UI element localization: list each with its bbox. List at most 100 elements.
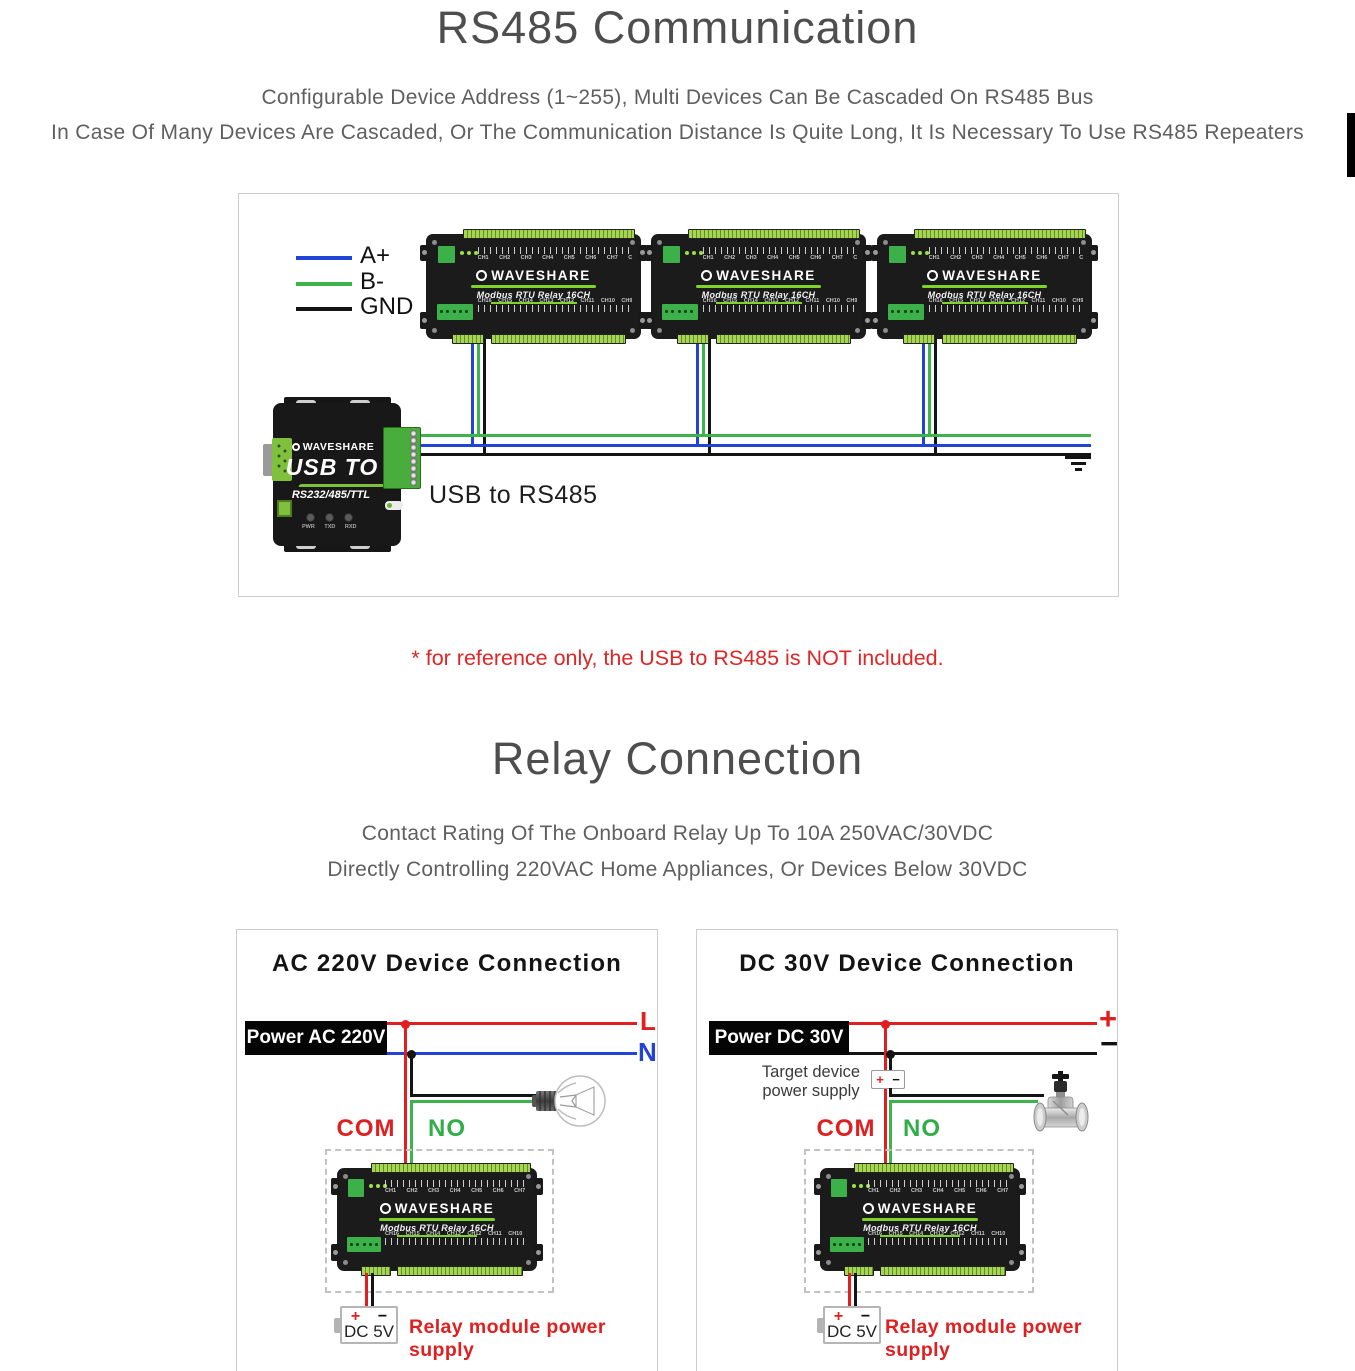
relay-module-slot-ac: CH1 CH2 CH3 CH4 CH5 CH6 CH7 CH8 WAVESHAR…	[331, 1163, 543, 1276]
terminal-strip-bottom-long	[941, 334, 1077, 344]
mounting-ear	[638, 244, 647, 262]
model-name: Modbus RTU Relay 16CH	[927, 289, 1042, 300]
adapter-led-labels: PWR TXD RXD	[302, 524, 357, 530]
battery-plus: +	[350, 1308, 361, 1325]
screw-icon	[343, 1174, 348, 1180]
mounting-ear	[814, 1178, 823, 1195]
bus-a-plus	[413, 444, 1091, 447]
plus-label: +	[1099, 1001, 1118, 1036]
wire-supply-minus	[371, 1273, 374, 1307]
terminal-glyphs	[928, 305, 1084, 313]
screw-icon	[826, 1174, 831, 1180]
screw-icon	[629, 327, 635, 333]
screw-icon	[883, 240, 889, 246]
scrollbar-thumb[interactable]	[1347, 113, 1355, 177]
battery-plus: +	[833, 1308, 844, 1325]
terminal-glyphs	[477, 246, 633, 254]
mounting-ear	[534, 1178, 543, 1195]
relay-module: CH1 CH2 CH3 CH4 CH5 CH6 CH7 CH8 WAVESHAR…	[331, 1163, 543, 1276]
rs485-terminal-block	[661, 304, 699, 321]
channel-row-bottom: CH16 CH15 CH14 CH13 CH12 CH11 CH10 CH9	[868, 1231, 1012, 1245]
legend-label-gnd: GND	[360, 293, 414, 320]
power-terminal	[888, 245, 906, 264]
brand-name: WAVESHARE	[716, 267, 816, 283]
supply-label: Relay module power supply	[409, 1316, 606, 1361]
power-dc-label: Power DC 30V	[709, 1021, 849, 1055]
waveshare-logo-icon	[379, 1202, 391, 1214]
model-underline	[397, 1234, 477, 1237]
terminal-glyphs	[385, 1180, 529, 1188]
subtitle-line-2: In Case Of Many Devices Are Cascaded, Or…	[51, 121, 1304, 144]
channel-row-top: CH1 CH2 CH3 CH4 CH5 CH6 CH7 CH8	[702, 246, 858, 261]
wire-gnd	[708, 336, 711, 456]
wire-to-valve	[889, 1094, 1044, 1097]
terminal-strip-bottom-long	[715, 334, 851, 344]
legend-line-a-plus	[296, 256, 352, 260]
screw-icon	[657, 240, 663, 246]
terminal-glyphs	[702, 305, 858, 313]
waveshare-logo-icon	[291, 443, 300, 451]
terminal-block	[383, 427, 421, 489]
legend-line-b-minus	[296, 282, 352, 286]
model-underline	[715, 301, 802, 304]
wire-b-minus	[702, 336, 705, 437]
terminal-strip-top	[913, 229, 1086, 239]
rs485-terminal-block	[830, 1237, 864, 1253]
brand-name: WAVESHARE	[394, 1200, 495, 1216]
relay-module: CH1 CH2 CH3 CH4 CH5 CH6 CH7 CH8 WAVESHAR…	[645, 229, 872, 344]
screw-icon	[826, 1259, 831, 1265]
brand-underline	[471, 284, 596, 288]
status-leds	[911, 250, 930, 255]
adapter-title: USB TO	[285, 454, 379, 480]
target-label-line2: power supply	[762, 1082, 860, 1100]
no-label: NO	[428, 1115, 466, 1142]
mounting-ear	[645, 311, 654, 329]
power-terminal	[348, 1179, 364, 1197]
channel-row-top: CH1 CH2 CH3 CH4 CH5 CH6 CH7 CH8	[385, 1180, 529, 1194]
mounting-ear	[420, 311, 429, 329]
waveshare-logo-icon	[927, 269, 939, 281]
wire-supply-plus	[848, 1273, 851, 1307]
screw-icon	[1080, 327, 1086, 333]
mode-switch	[385, 501, 403, 510]
screw-icon	[432, 240, 438, 246]
terminal-strip-bottom-long	[490, 334, 626, 344]
terminal-strip-bottom-small	[844, 1266, 874, 1276]
channel-row-bottom: CH16 CH15 CH14 CH13 CH12 CH11 CH10 CH9	[385, 1231, 529, 1245]
junction-dot	[407, 1050, 416, 1059]
model-underline	[490, 301, 577, 304]
wire-no	[410, 1100, 413, 1170]
wire-no	[410, 1100, 538, 1103]
brand-name: WAVESHARE	[942, 267, 1042, 283]
brand-underline	[862, 1217, 978, 1221]
dc5v-battery: + − DC 5V	[334, 1306, 398, 1344]
mounting-ear	[645, 244, 654, 262]
channel-labels-bottom: CH16 CH15 CH14 CH13 CH12 CH11 CH10 CH9	[702, 298, 858, 305]
relay-module: CH1 CH2 CH3 CH4 CH5 CH6 CH7 CH8 WAVESHAR…	[420, 229, 647, 344]
dc-panel-title: DC 30V Device Connection	[739, 950, 1075, 977]
terminal-strip-top	[854, 1163, 1014, 1173]
channel-labels-bottom: CH16 CH15 CH14 CH13 CH12 CH11 CH10 CH9	[385, 1230, 529, 1237]
wire-a-plus	[696, 336, 699, 447]
wire-supply-plus	[365, 1273, 368, 1307]
mounting-ear	[871, 244, 880, 262]
battery-label: DC 5V	[826, 1322, 878, 1341]
live-label: L	[640, 1006, 656, 1036]
channel-labels-bottom: CH16 CH15 CH14 CH13 CH12 CH11 CH10 CH9	[477, 298, 633, 305]
target-power-box: + −	[871, 1070, 905, 1089]
green-swoosh	[297, 484, 387, 487]
mounting-ear	[420, 244, 429, 262]
wire-a-plus	[922, 336, 925, 447]
brand-name: WAVESHARE	[877, 1200, 978, 1216]
light-bulb	[532, 1075, 606, 1127]
channel-row-bottom: CH16 CH15 CH14 CH13 CH12 CH11 CH10 CH9	[928, 298, 1084, 313]
screw-icon	[432, 327, 438, 333]
model-name: Modbus RTU Relay 16CH	[863, 1222, 977, 1233]
bus-gnd	[413, 453, 1091, 456]
terminal-glyphs	[477, 305, 633, 313]
wire-a-plus	[471, 336, 474, 447]
model-underline	[941, 301, 1028, 304]
screw-icon	[883, 327, 889, 333]
terminal-glyphs	[385, 1237, 529, 1245]
